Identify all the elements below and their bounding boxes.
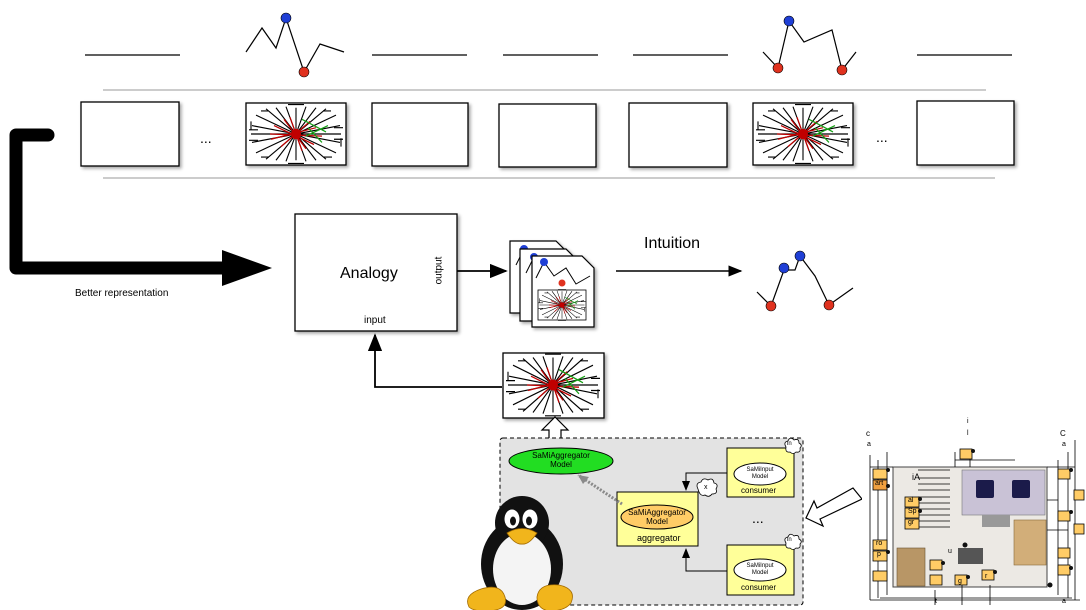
consumer-model-2 — [733, 558, 787, 582]
aggregator-model-line1: SaMiAggregator — [628, 508, 686, 517]
consumer-model-2-label: SaMiInput Model — [730, 563, 790, 577]
floorplan-module-gr: gr — [908, 519, 915, 526]
floorplan-edge-l-top: l — [967, 430, 969, 437]
anomaly-signal-1 — [245, 12, 345, 78]
floorplan-edge-u-mid: u — [948, 548, 952, 555]
aggregator-label: aggregator — [637, 533, 681, 543]
frame-row — [80, 100, 1015, 168]
floorplan-module-sp: Sp — [908, 508, 917, 515]
floorplan-sensor-map — [862, 440, 1085, 605]
consumer-model-1 — [733, 462, 787, 486]
hollow-left-arrow — [805, 487, 863, 528]
floorplan-edge-i-top: i — [967, 418, 969, 425]
floorplan-edge-a-bottom-right: a — [1062, 598, 1066, 605]
consumer-label-1: consumer — [741, 486, 777, 495]
frame-empty-3 — [498, 103, 597, 168]
aggregator-model-line2: Model — [646, 517, 668, 526]
consumer-model-1-label: SaMiInput Model — [730, 467, 790, 481]
frame-empty-2 — [371, 102, 469, 167]
aggregator-model-label: SaMiAggregator Model — [617, 508, 697, 526]
ellipsis-right: ... — [876, 129, 888, 145]
in-tag-2: in — [787, 537, 792, 543]
floorplan-edge-c-left: c — [866, 429, 870, 438]
in-tag-1: in — [787, 441, 792, 447]
consumer-model-1-line2: Model — [751, 474, 769, 480]
hollow-up-arrow — [540, 416, 570, 441]
input-connector — [367, 333, 502, 388]
consumer2-to-aggregator — [682, 548, 727, 572]
feedback-arrow — [9, 128, 272, 286]
consumer-model-2-line2: Model — [751, 570, 769, 576]
consumer-model-2-line1: SaMiInput — [746, 563, 774, 569]
penguin-mascot — [467, 496, 573, 610]
analogy-title: Analogy — [340, 265, 398, 282]
document-stack-icon — [509, 240, 595, 328]
consumer-label-2: consumer — [741, 583, 777, 592]
sami-aggregator-model-label: SaMiAggregator Model — [511, 451, 611, 469]
floorplan-edge-t-bottom: t — [935, 598, 937, 605]
floorplan-module-art: art — [875, 480, 884, 487]
x-tag: x — [704, 484, 708, 491]
sami-aggregator-model-line2: Model — [550, 460, 572, 469]
result-signal — [756, 250, 854, 312]
in-cloud-icon-1 — [784, 437, 802, 454]
input-graph-frame — [502, 352, 605, 419]
consumer-model-1-line1: SaMiInput — [746, 467, 774, 473]
analogy-box — [294, 213, 458, 332]
sami-aggregator-model-line1: SaMiAggregator — [532, 451, 590, 460]
consumer1-to-aggregator — [682, 472, 727, 491]
in-cloud-icon-2 — [784, 533, 802, 550]
floorplan-edge-a-right: a — [1062, 441, 1066, 448]
frame-empty-4 — [628, 102, 728, 168]
floorplan-edge-c-right: C — [1060, 429, 1066, 438]
sami-aggregator-model — [508, 447, 614, 475]
floorplan-edge-r-bottom: r — [985, 573, 988, 580]
ellipsis-left: ... — [200, 130, 212, 146]
x-cloud-icon — [696, 478, 718, 497]
intuition-label: Intuition — [644, 235, 701, 252]
frame-empty-1 — [80, 101, 180, 167]
floorplan-edge-g-bottom: g — [958, 578, 962, 585]
analogy-input-label: input — [364, 315, 386, 326]
top-signal-row — [85, 12, 1012, 78]
analogy-output-label: output — [433, 256, 445, 285]
aggregator-model — [620, 504, 694, 530]
floorplan-module-ro: ro — [876, 540, 883, 547]
frame-empty-5 — [916, 100, 1015, 166]
floorplan-module-p: p — [877, 551, 881, 558]
frame-graph-2 — [752, 102, 854, 166]
frame-graph-1 — [245, 102, 347, 166]
floorplan-room-label: iA — [912, 472, 921, 482]
anomaly-signal-2 — [762, 15, 857, 76]
floorplan-module-al: al — [908, 497, 914, 504]
better-representation-label: Better representation — [75, 288, 169, 299]
floorplan-edge-a-left: a — [867, 441, 871, 448]
aggregator-panel-ellipsis: ... — [752, 510, 764, 526]
